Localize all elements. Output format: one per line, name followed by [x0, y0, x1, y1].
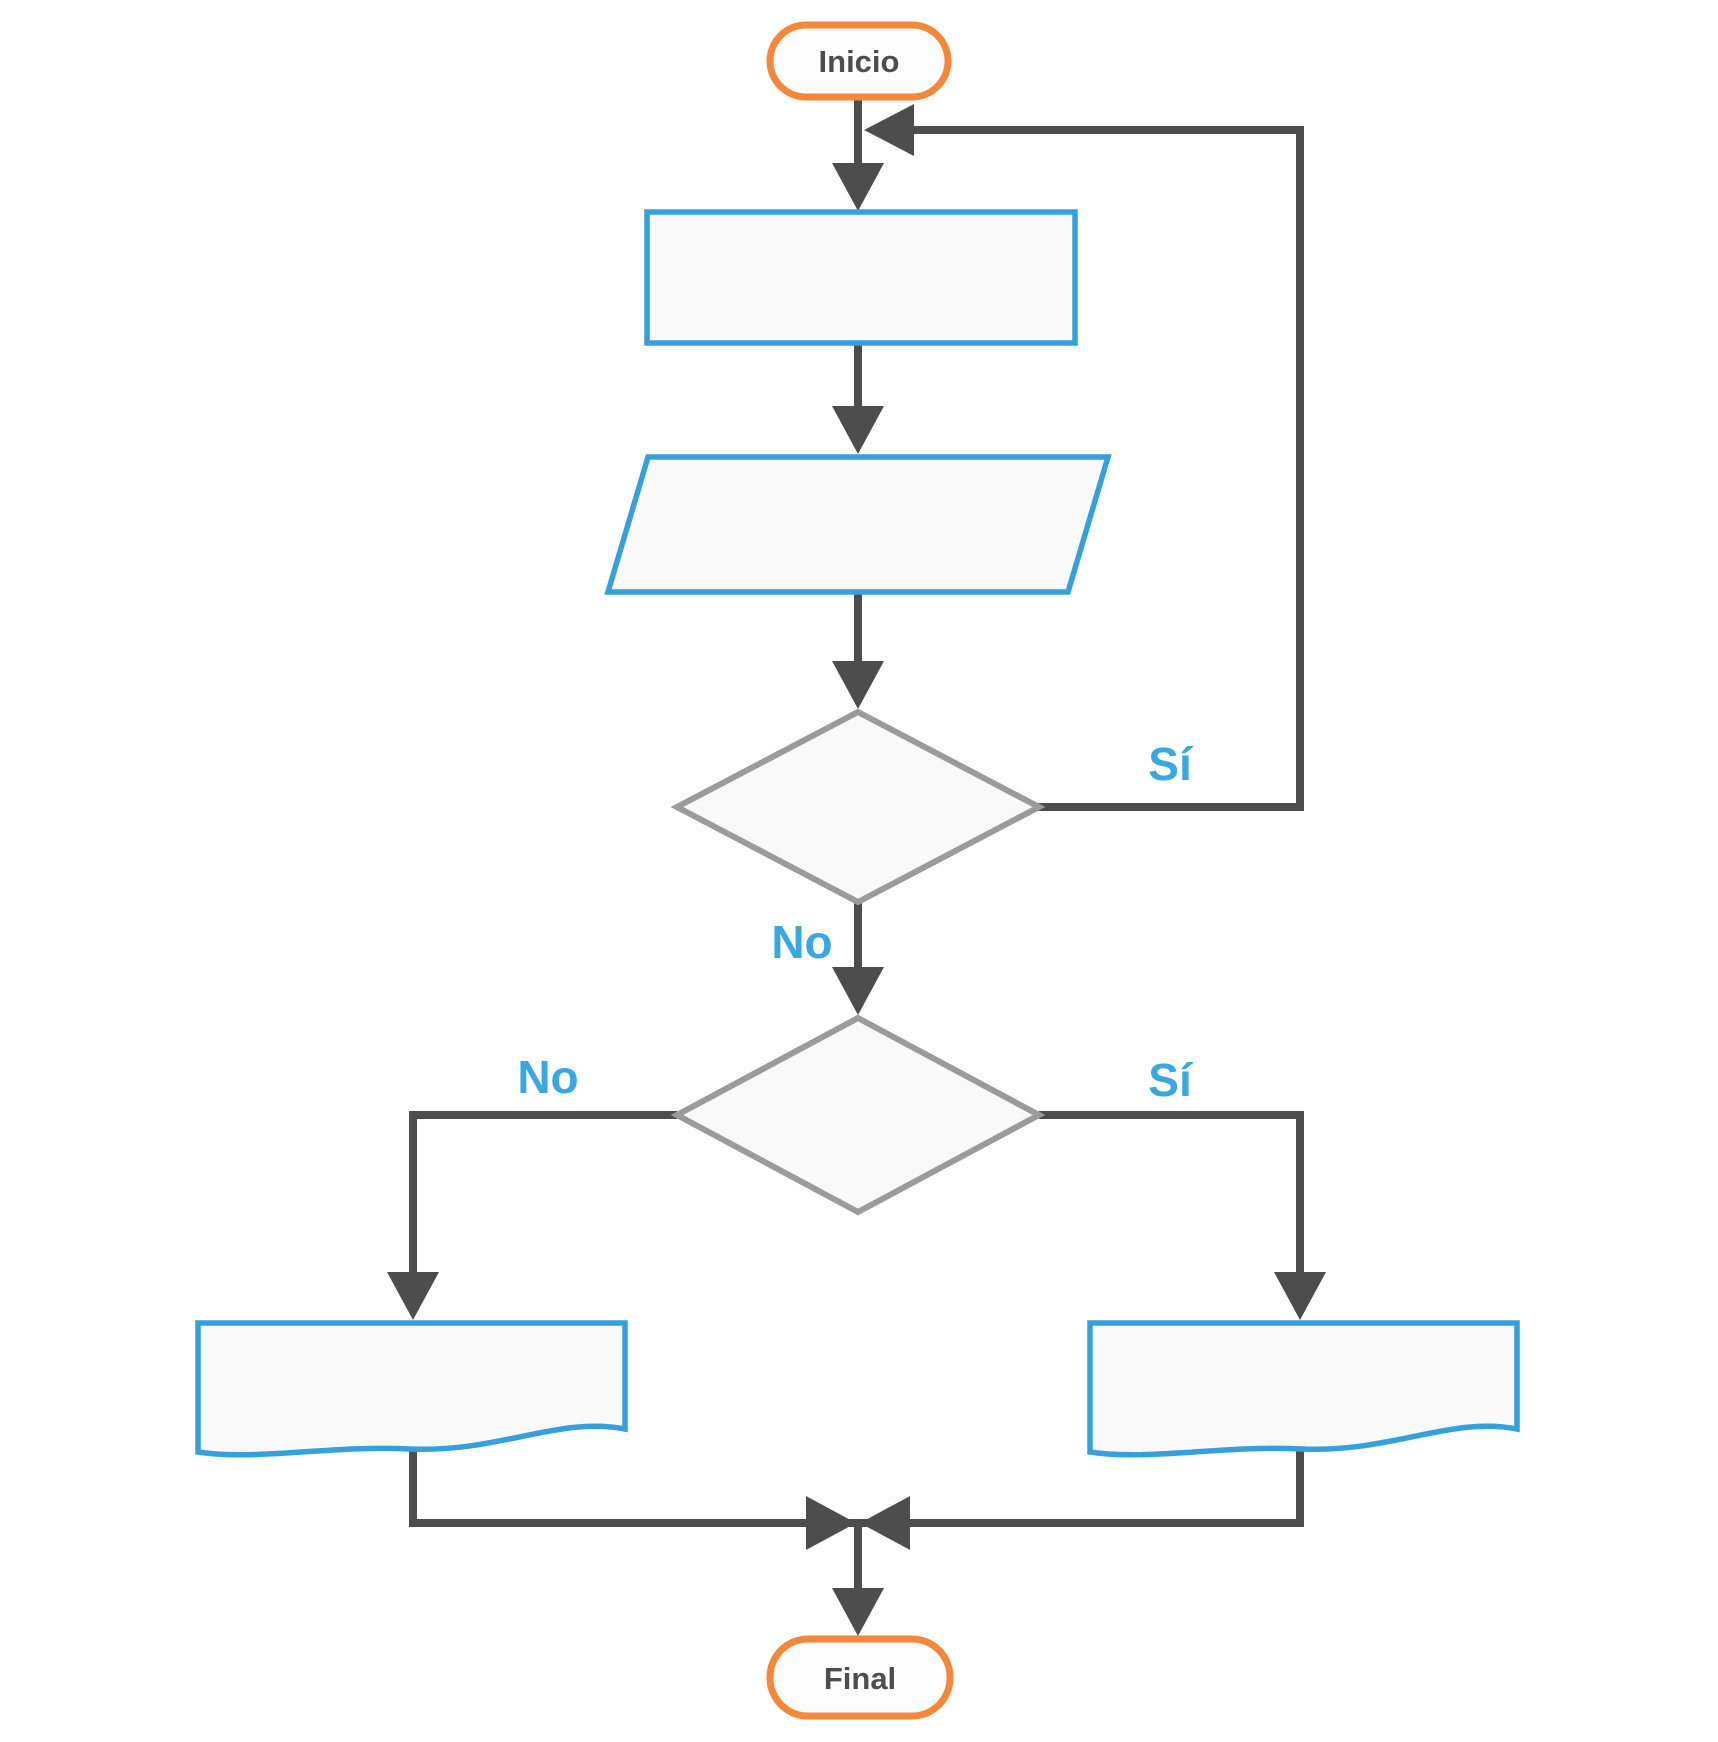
- arrowhead-into-decision1: [832, 661, 884, 709]
- terminator-end-shape: [766, 1635, 954, 1720]
- loop-connector-decision1-to-start: [912, 126, 1304, 811]
- document-right: [1087, 1320, 1520, 1458]
- terminator-start: Inicio: [766, 21, 952, 101]
- merge-connector-documents: [409, 1446, 1304, 1527]
- label-decision1-no: No: [771, 916, 832, 968]
- end-label: Final: [824, 1661, 896, 1696]
- arrowhead-merge-from-right: [860, 1496, 910, 1550]
- connector-decision2-to-document-left: [409, 1111, 677, 1276]
- label-decision2-no: No: [517, 1051, 578, 1103]
- arrowhead-into-end: [832, 1588, 884, 1636]
- label-decision2-yes: Sí: [1148, 1054, 1194, 1106]
- terminator-end: Final: [766, 1635, 954, 1720]
- diamond-decision-2: [670, 1014, 1046, 1216]
- input-output-parallelogram: [604, 454, 1112, 595]
- start-label: Inicio: [819, 44, 900, 79]
- arrowhead-into-decision2: [832, 967, 884, 1015]
- arrowhead-merge-from-left: [806, 1496, 856, 1550]
- document-left: [195, 1320, 628, 1458]
- arrowhead-into-document-right: [1274, 1272, 1326, 1320]
- terminator-start-shape: [766, 21, 952, 101]
- label-decision1-yes: Sí: [1148, 738, 1194, 790]
- process-rect: [644, 209, 1078, 346]
- connector-decision2-to-document-right: [1039, 1111, 1304, 1276]
- diamond-decision-1: [670, 708, 1046, 906]
- arrowhead-loop-into-main-line: [864, 104, 914, 156]
- arrowhead-into-input: [832, 406, 884, 454]
- arrowhead-into-process: [832, 163, 884, 211]
- arrowhead-into-document-left: [387, 1272, 439, 1320]
